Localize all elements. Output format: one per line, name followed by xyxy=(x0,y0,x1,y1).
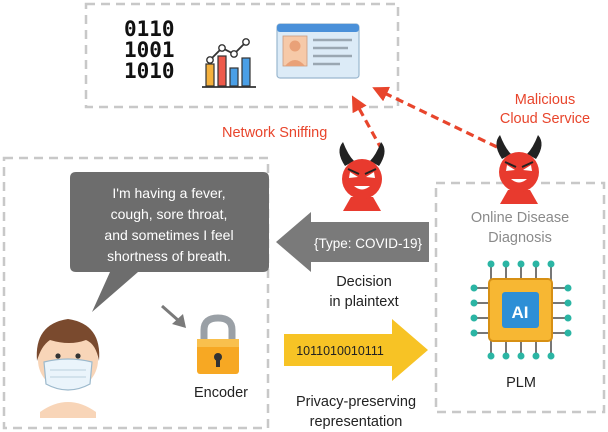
binary-data-icon: 0110 1001 1010 xyxy=(124,17,175,83)
malicious-service-attack-arrow xyxy=(372,86,498,149)
binary-line-2: 1001 xyxy=(124,38,175,62)
binary-line-3: 1010 xyxy=(124,59,175,83)
devil-sniffer-icon xyxy=(339,142,385,211)
binary-line-1: 0110 xyxy=(124,17,175,41)
malicious-label-line1: Malicious xyxy=(515,92,575,108)
speech-line-3: and sometimes I feel xyxy=(104,227,233,243)
ai-chip-icon xyxy=(470,260,572,360)
privacy-arrow xyxy=(284,319,428,381)
malicious-label-line2: Cloud Service xyxy=(500,111,590,127)
service-title-line2: Diagnosis xyxy=(488,230,552,246)
plm-label: PLM xyxy=(506,375,536,391)
analytics-chart-icon xyxy=(202,38,256,88)
speech-line-2: cough, sore throat, xyxy=(111,206,228,222)
profile-card-icon xyxy=(276,23,360,79)
speech-line-1: I'm having a fever, xyxy=(112,185,225,201)
lock-icon xyxy=(197,314,239,374)
privacy-value: 1011010010111 xyxy=(296,344,384,358)
speech-bubble xyxy=(70,172,269,312)
privacy-label-line1: Privacy-preserving xyxy=(296,394,416,410)
user-panel-border xyxy=(2,156,270,430)
speech-line-4: shortness of breath. xyxy=(107,248,231,264)
down-right-arrow-icon xyxy=(161,304,186,328)
decision-value: {Type: COVID-19} xyxy=(314,236,423,251)
devil-cloud-icon xyxy=(496,135,542,204)
network-sniffing-label: Network Sniffing xyxy=(222,125,327,141)
data-panel-border xyxy=(84,2,400,109)
decision-label-line1: Decision xyxy=(336,274,392,290)
encoder-label: Encoder xyxy=(194,385,248,401)
decision-arrow xyxy=(276,212,429,272)
service-title-line1: Online Disease xyxy=(471,210,569,226)
patient-avatar-icon xyxy=(36,319,100,418)
sniffing-attack-arrow xyxy=(351,95,384,151)
privacy-label-line2: representation xyxy=(310,414,403,430)
ai-chip-text: AI xyxy=(512,303,529,322)
decision-label-line2: in plaintext xyxy=(329,294,398,310)
